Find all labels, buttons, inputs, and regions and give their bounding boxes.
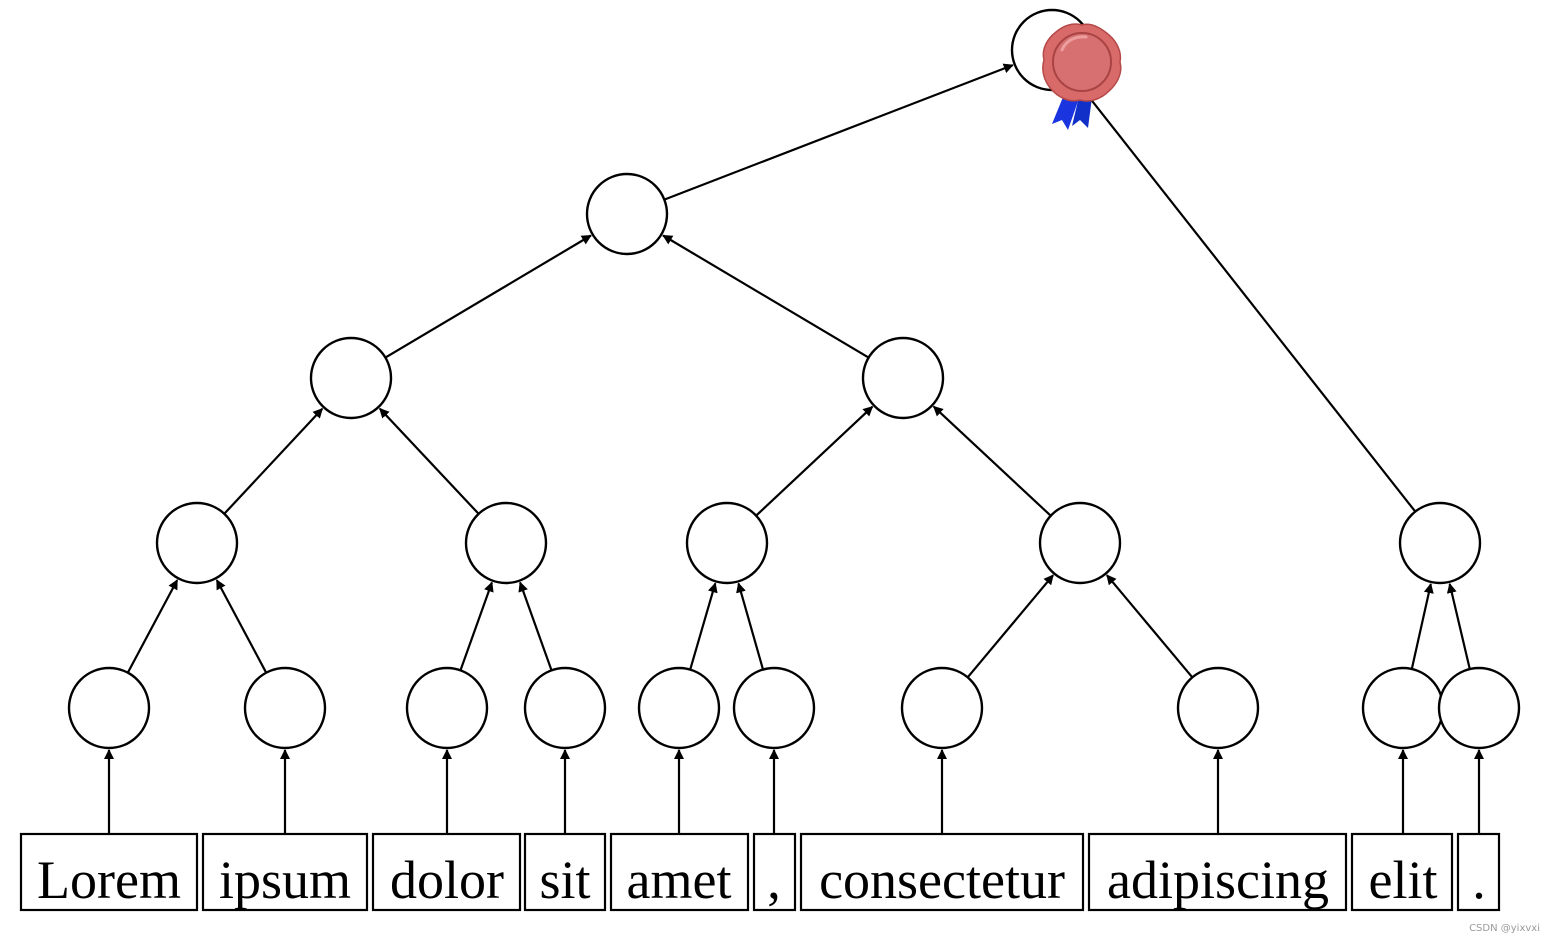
watermark: CSDN @yixvxi [1469,923,1540,934]
tree-node-left [585,172,669,256]
tree-node-ll1 [155,501,239,585]
token-label: Lorem [37,850,181,910]
token-box: consectetur [799,832,1085,912]
token-box-frame [201,832,369,912]
seal-wax-inner [1052,32,1112,92]
tree-node-ll [309,336,393,420]
tree-edge [932,405,1052,517]
tree-node-s5 [637,666,721,750]
tree-edge [215,579,268,674]
tree-edge [378,407,480,515]
token-label: , [767,850,781,910]
token-label: consectetur [819,850,1065,910]
tree-edge [126,579,179,674]
edges-layer [104,63,1484,834]
tree-node-s2 [243,666,327,750]
tree-node-r1 [1361,666,1445,750]
tree-edge [662,234,870,359]
tree-edge [384,234,592,359]
tree-node-s8 [1176,666,1260,750]
tree-node-s7 [900,666,984,750]
token-box: adipiscing [1087,832,1348,912]
tree-node-lr2 [1038,501,1122,585]
tree-edge [689,582,718,670]
token-row: Lorem ipsum dolor sit amet , consectetur [19,832,1501,912]
token-box-frame [1350,832,1454,912]
token-box-frame [1087,832,1348,912]
token-box: elit [1350,832,1454,912]
tree-edge [1106,574,1194,679]
token-label: amet [627,850,732,910]
tree-node-r2 [1437,666,1521,750]
token-label: ipsum [219,850,351,910]
tree-node-s6 [732,666,816,750]
token-box: , [752,832,797,912]
wax-seal-icon [1042,23,1122,130]
token-box: dolor [371,832,522,912]
seal-highlight [1060,35,1088,52]
token-box-frame [1456,832,1501,912]
tree-node-s3 [405,666,489,750]
tree-node-s4 [523,666,607,750]
token-label: elit [1369,850,1438,910]
tree-edge [1446,582,1471,670]
tree-edge [966,574,1054,679]
token-box-frame [19,832,199,912]
token-box: amet [609,832,750,912]
token-box-frame [371,832,522,912]
token-box-frame [523,832,607,912]
tree-edge [736,582,765,670]
token-box: Lorem [19,832,199,912]
token-box: sit [523,832,607,912]
token-label: . [1472,850,1486,910]
token-label: dolor [390,850,504,910]
tree-node-lr1 [685,501,769,585]
token-label: adipiscing [1107,850,1329,910]
tree-node-s1 [67,666,151,750]
token-box: ipsum [201,832,369,912]
token-box-frame [799,832,1085,912]
tree-node-r [1398,501,1482,585]
tree-edge [459,581,494,671]
tree-edge [663,63,1014,201]
tree-edge [223,407,324,515]
tree-edge [755,405,874,517]
tree-edge [1410,583,1434,670]
tree-node-lr [861,336,945,420]
token-box-frame [609,832,750,912]
token-box: . [1456,832,1501,912]
token-label: sit [539,850,590,910]
tree-edge [518,581,553,671]
tree-edge [1077,82,1417,513]
tree-node-ll2 [464,501,548,585]
nodes-layer [67,8,1521,750]
token-box-frame [752,832,797,912]
